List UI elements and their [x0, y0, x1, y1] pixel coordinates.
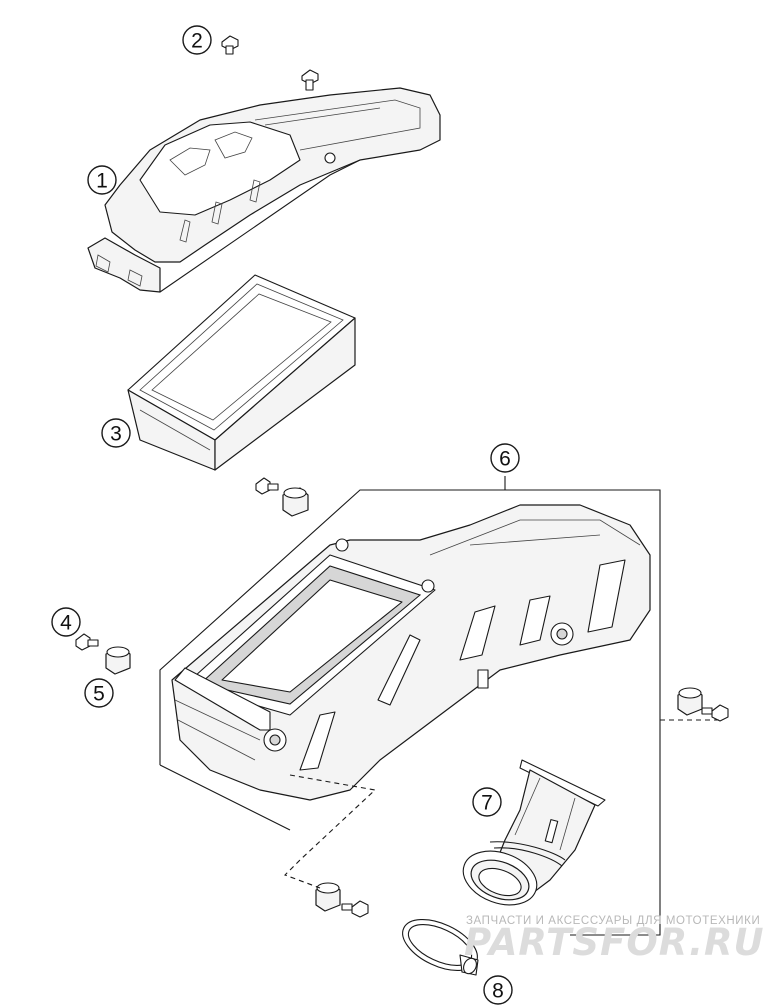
callout-6: 6	[490, 443, 520, 473]
intake-boot-part[interactable]	[456, 759, 606, 914]
callout-8: 8	[483, 975, 513, 1005]
watermark-logo: PARTSFOR.RU	[464, 921, 765, 964]
callout-label-5: 5	[93, 683, 105, 706]
callout-3: 3	[101, 418, 131, 448]
air-filter-part[interactable]	[127, 274, 356, 471]
watermark-tagline: ЗАПЧАСТИ И АКСЕССУАРЫ ДЛЯ МОТОТЕХНИКИ	[466, 915, 760, 927]
callout-7: 7	[472, 787, 502, 817]
callout-label-3: 3	[110, 423, 122, 446]
callout-label-4: 4	[60, 612, 72, 635]
callout-1: 1	[87, 165, 117, 195]
callout-label-2: 2	[191, 30, 203, 53]
dashed-leader-lines	[284, 719, 720, 889]
callout-4: 4	[51, 607, 81, 637]
callout-2: 2	[182, 25, 212, 55]
callout-5: 5	[84, 678, 114, 708]
rubber-damper-part[interactable]	[105, 487, 703, 912]
callout-label-7: 7	[481, 792, 493, 815]
hose-clamp-part[interactable]	[395, 909, 485, 981]
callout-label-1: 1	[96, 170, 108, 193]
airbox-housing-part[interactable]	[159, 489, 661, 936]
watermark: ЗАПЧАСТИ И АКСЕССУАРЫ ДЛЯ МОТОТЕХНИКИ PA…	[464, 915, 765, 964]
screw-part[interactable]	[221, 35, 319, 91]
callout-label-8: 8	[492, 980, 504, 1003]
callout-label-6: 6	[499, 448, 511, 471]
bolt-part[interactable]	[75, 477, 729, 918]
airbox-cover-part[interactable]	[87, 87, 441, 293]
